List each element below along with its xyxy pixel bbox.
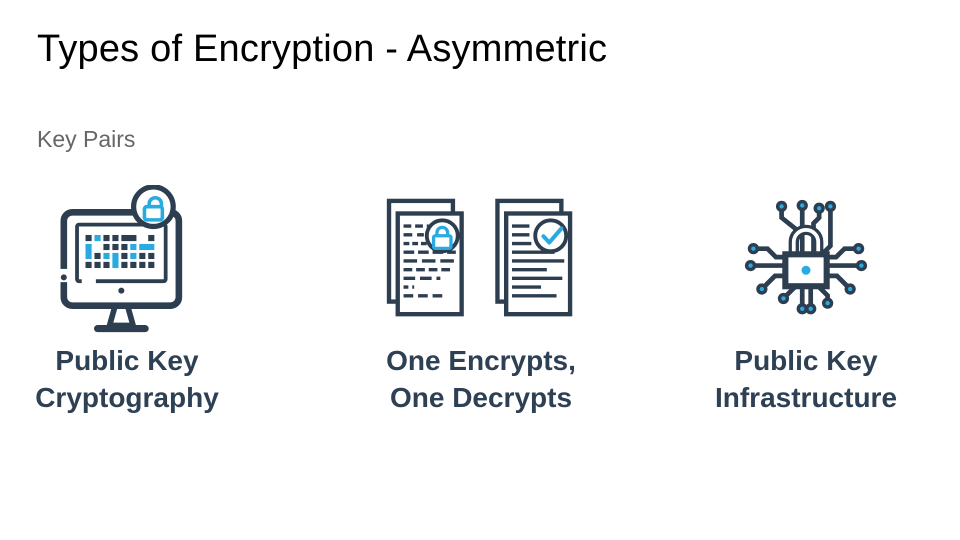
label-line: Public Key	[734, 345, 878, 376]
lock-badge-icon	[424, 218, 460, 254]
item-label: One Encrypts, One Decrypts	[386, 342, 576, 416]
icon-box	[384, 183, 578, 335]
label-line: Public Key	[55, 345, 199, 376]
label-line: One Decrypts	[389, 382, 573, 413]
label-line: Cryptography	[35, 382, 219, 413]
circuit-padlock-icon	[744, 199, 868, 315]
icon-box	[56, 183, 198, 335]
check-badge-icon	[533, 218, 569, 254]
item-label: Public Key Infrastructure	[715, 342, 897, 416]
label-line: Infrastructure	[714, 382, 898, 413]
label-line: One Encrypts,	[386, 345, 576, 376]
icon-box	[744, 183, 868, 335]
lock-badge-icon	[131, 184, 176, 229]
documents-lock-and-check-icon	[386, 198, 573, 317]
circuit-nodes	[744, 199, 868, 315]
padlock-icon	[782, 224, 830, 290]
slide-subtitle: Key Pairs	[37, 126, 136, 152]
item-public-key-cryptography: Public Key Cryptography	[7, 183, 247, 416]
item-one-encrypts-one-decrypts: One Encrypts, One Decrypts	[361, 183, 601, 416]
encrypted-code-pattern	[85, 234, 155, 268]
decrypted-document	[495, 198, 573, 317]
item-label: Public Key Cryptography	[35, 342, 219, 416]
monitor-encrypted-code-lock-icon	[58, 184, 183, 332]
slide-title: Types of Encryption - Asymmetric	[37, 28, 608, 70]
item-public-key-infrastructure: Public Key Infrastructure	[686, 183, 926, 416]
encrypted-document	[386, 198, 464, 317]
